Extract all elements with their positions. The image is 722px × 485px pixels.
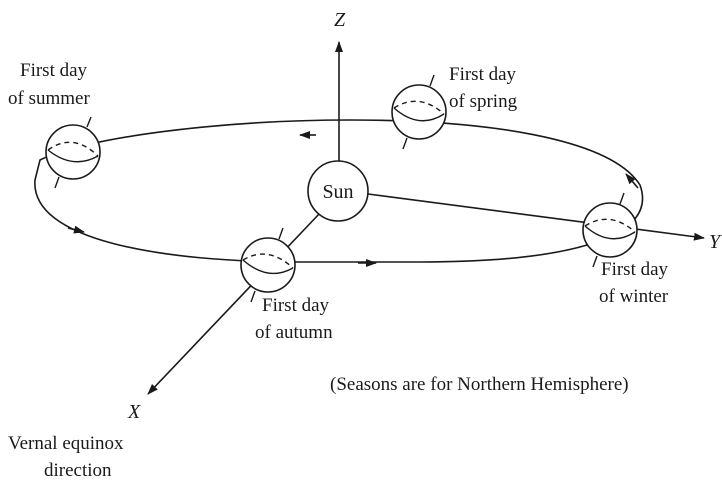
earth-autumn: [240, 227, 296, 303]
spring-label-line2: of spring: [449, 91, 518, 112]
vernal-label-line2: direction: [44, 460, 112, 481]
sun-label: Sun: [322, 181, 353, 203]
y-axis: [367, 193, 705, 241]
x-axis: [147, 212, 321, 395]
winter-label-line2: of winter: [599, 286, 669, 307]
hemisphere-note: (Seasons are for Northern Hemisphere): [330, 374, 629, 395]
z-axis-label: Z: [334, 9, 346, 31]
earth-spring: [391, 74, 447, 150]
sun: Sun: [307, 160, 369, 222]
summer-label-line1: First day: [20, 60, 88, 81]
earth-winter: [582, 192, 638, 268]
earth-summer: [45, 116, 101, 189]
x-axis-label: X: [127, 401, 141, 423]
vernal-label-line1: Vernal equinox: [8, 433, 124, 454]
y-axis-label: Y: [709, 231, 722, 253]
orbit-arrow-left: [67, 225, 85, 234]
summer-label-line2: of summer: [8, 88, 90, 109]
spring-label-line1: First day: [449, 64, 517, 85]
winter-label-line1: First day: [601, 259, 669, 280]
autumn-label-line2: of autumn: [255, 322, 333, 343]
orbit-arrow-right: [625, 173, 639, 189]
autumn-label-line1: First day: [262, 295, 330, 316]
